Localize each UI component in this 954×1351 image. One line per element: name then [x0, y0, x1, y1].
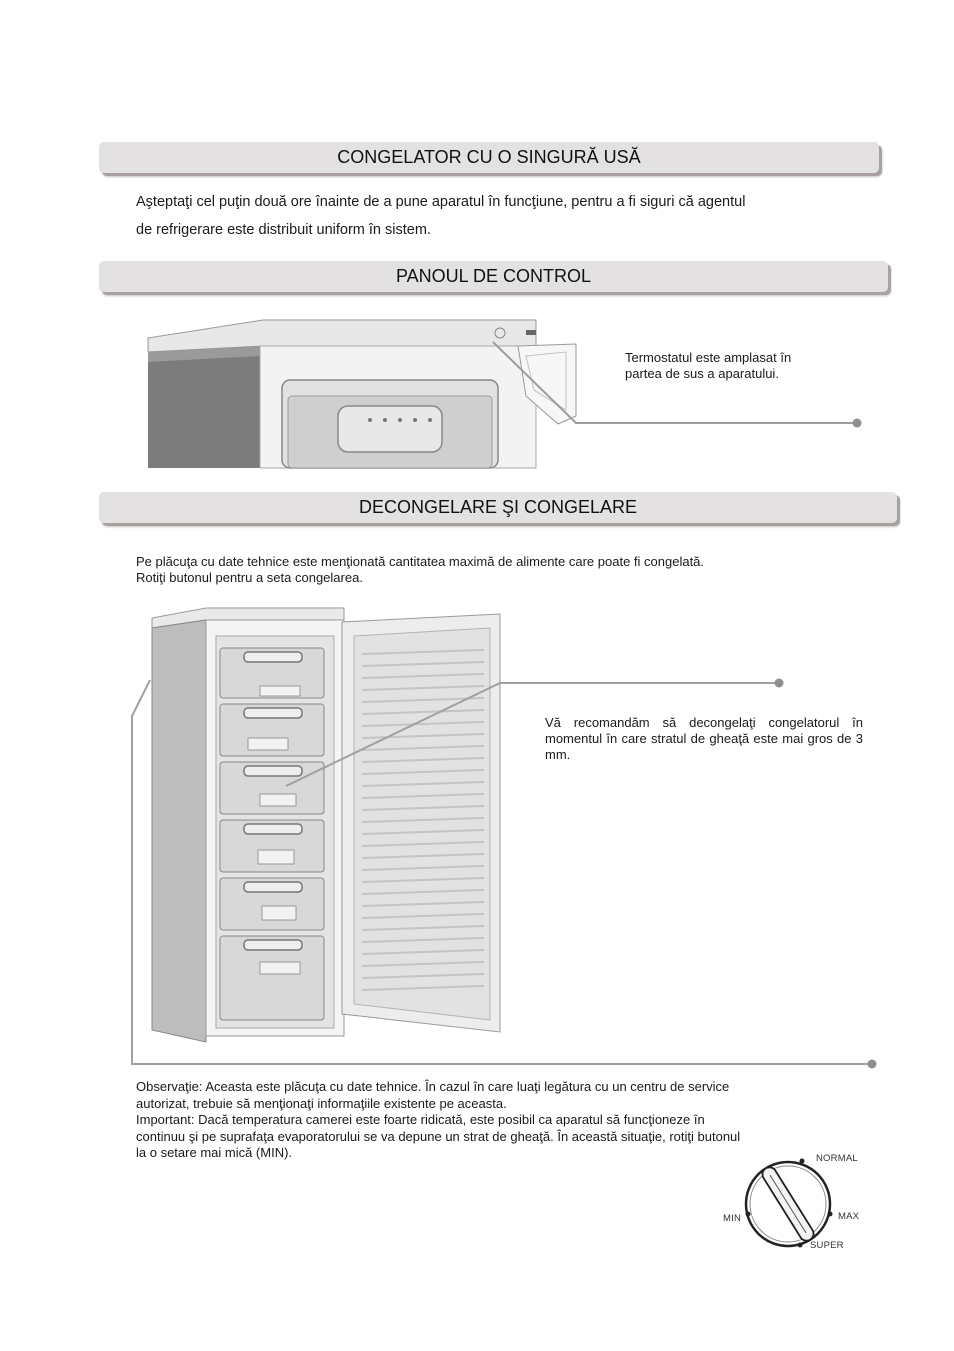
freezer-top-photo: [147, 316, 578, 469]
thermostat-dial: NORMAL MIN MAX SUPER: [723, 1153, 860, 1251]
freezer-open-photo: [151, 607, 501, 1043]
defrost-paragraph: Pe plăcuţa cu date tehnice este menţiona…: [136, 554, 836, 586]
defrost-recommendation: Vă recomandăm să decongelaţi congelatoru…: [545, 715, 863, 762]
notes-line-2: autorizat, trebuie să menţionaţi informa…: [136, 1095, 507, 1111]
defrost-line-1: Pe plăcuţa cu date tehnice este menţiona…: [136, 554, 705, 569]
notes-paragraph: Observaţie: Aceasta este plăcuţa cu date…: [136, 1079, 836, 1162]
section-title: DECONGELARE ŞI CONGELARE: [358, 497, 638, 517]
section-title: CONGELATOR CU O SINGURĂ USĂ: [337, 147, 641, 167]
thermostat-caption: Termostatul este amplasat în partea de s…: [625, 350, 845, 382]
dial-label-min: MIN: [723, 1213, 741, 1224]
intro-line-1: Aşteptaţi cel puţin două ore înainte de …: [136, 194, 746, 210]
notes-line-4: continuu şi pe suprafaţa evaporatorului …: [136, 1128, 741, 1144]
notes-line-5: la o setare mai mică (MIN).: [136, 1145, 293, 1160]
section-header-control-panel: PANOUL DE CONTROL: [99, 261, 888, 292]
thermostat-caption-line-1: Termostatul este amplasat în: [625, 350, 792, 365]
section-title: PANOUL DE CONTROL: [395, 266, 592, 286]
dial-label-max: MAX: [838, 1211, 860, 1222]
section-header-single-door-freezer: CONGELATOR CU O SINGURĂ USĂ: [99, 142, 879, 173]
notes-line-3: Important: Dacă temperatura camerei este…: [136, 1112, 705, 1127]
section-header-defrost-freeze: DECONGELARE ŞI CONGELARE: [99, 492, 897, 523]
notes-line-1: Observaţie: Aceasta este plăcuţa cu date…: [136, 1079, 730, 1094]
dial-label-normal: NORMAL: [816, 1153, 858, 1164]
intro-paragraph: Aşteptaţi cel puţin două ore înainte de …: [136, 188, 856, 244]
dial-label-super: SUPER: [810, 1240, 844, 1251]
intro-line-2: de refrigerare este distribuit uniform î…: [136, 222, 431, 238]
thermostat-caption-line-2: partea de sus a aparatului.: [625, 366, 779, 381]
dial-knob-icon: [761, 1166, 815, 1242]
defrost-line-2: Rotiţi butonul pentru a seta congelarea.: [136, 570, 363, 585]
